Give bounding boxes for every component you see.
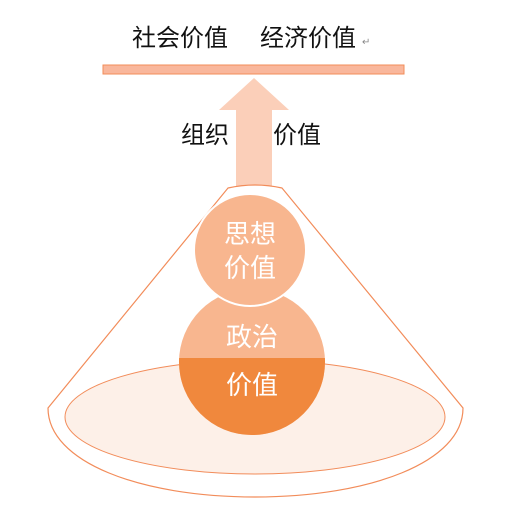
top-bar [102,64,405,75]
up-arrow [219,78,289,186]
social-value-label: 社会价值 [132,24,228,52]
value-label: 价值 [273,121,321,149]
paragraph-mark-icon: ↵ [362,37,370,48]
political-line1: 政治 [226,323,278,353]
thought-line1: 思想 [224,220,276,250]
organization-label: 组织 [181,121,229,149]
thought-value-circle: 思想 价值 [193,193,307,307]
thought-line2: 价值 [224,254,276,284]
political-value-circle: 政治 价值 [179,289,325,435]
political-line2: 价值 [226,371,278,401]
economic-value-label: 经济价值 [260,24,356,52]
